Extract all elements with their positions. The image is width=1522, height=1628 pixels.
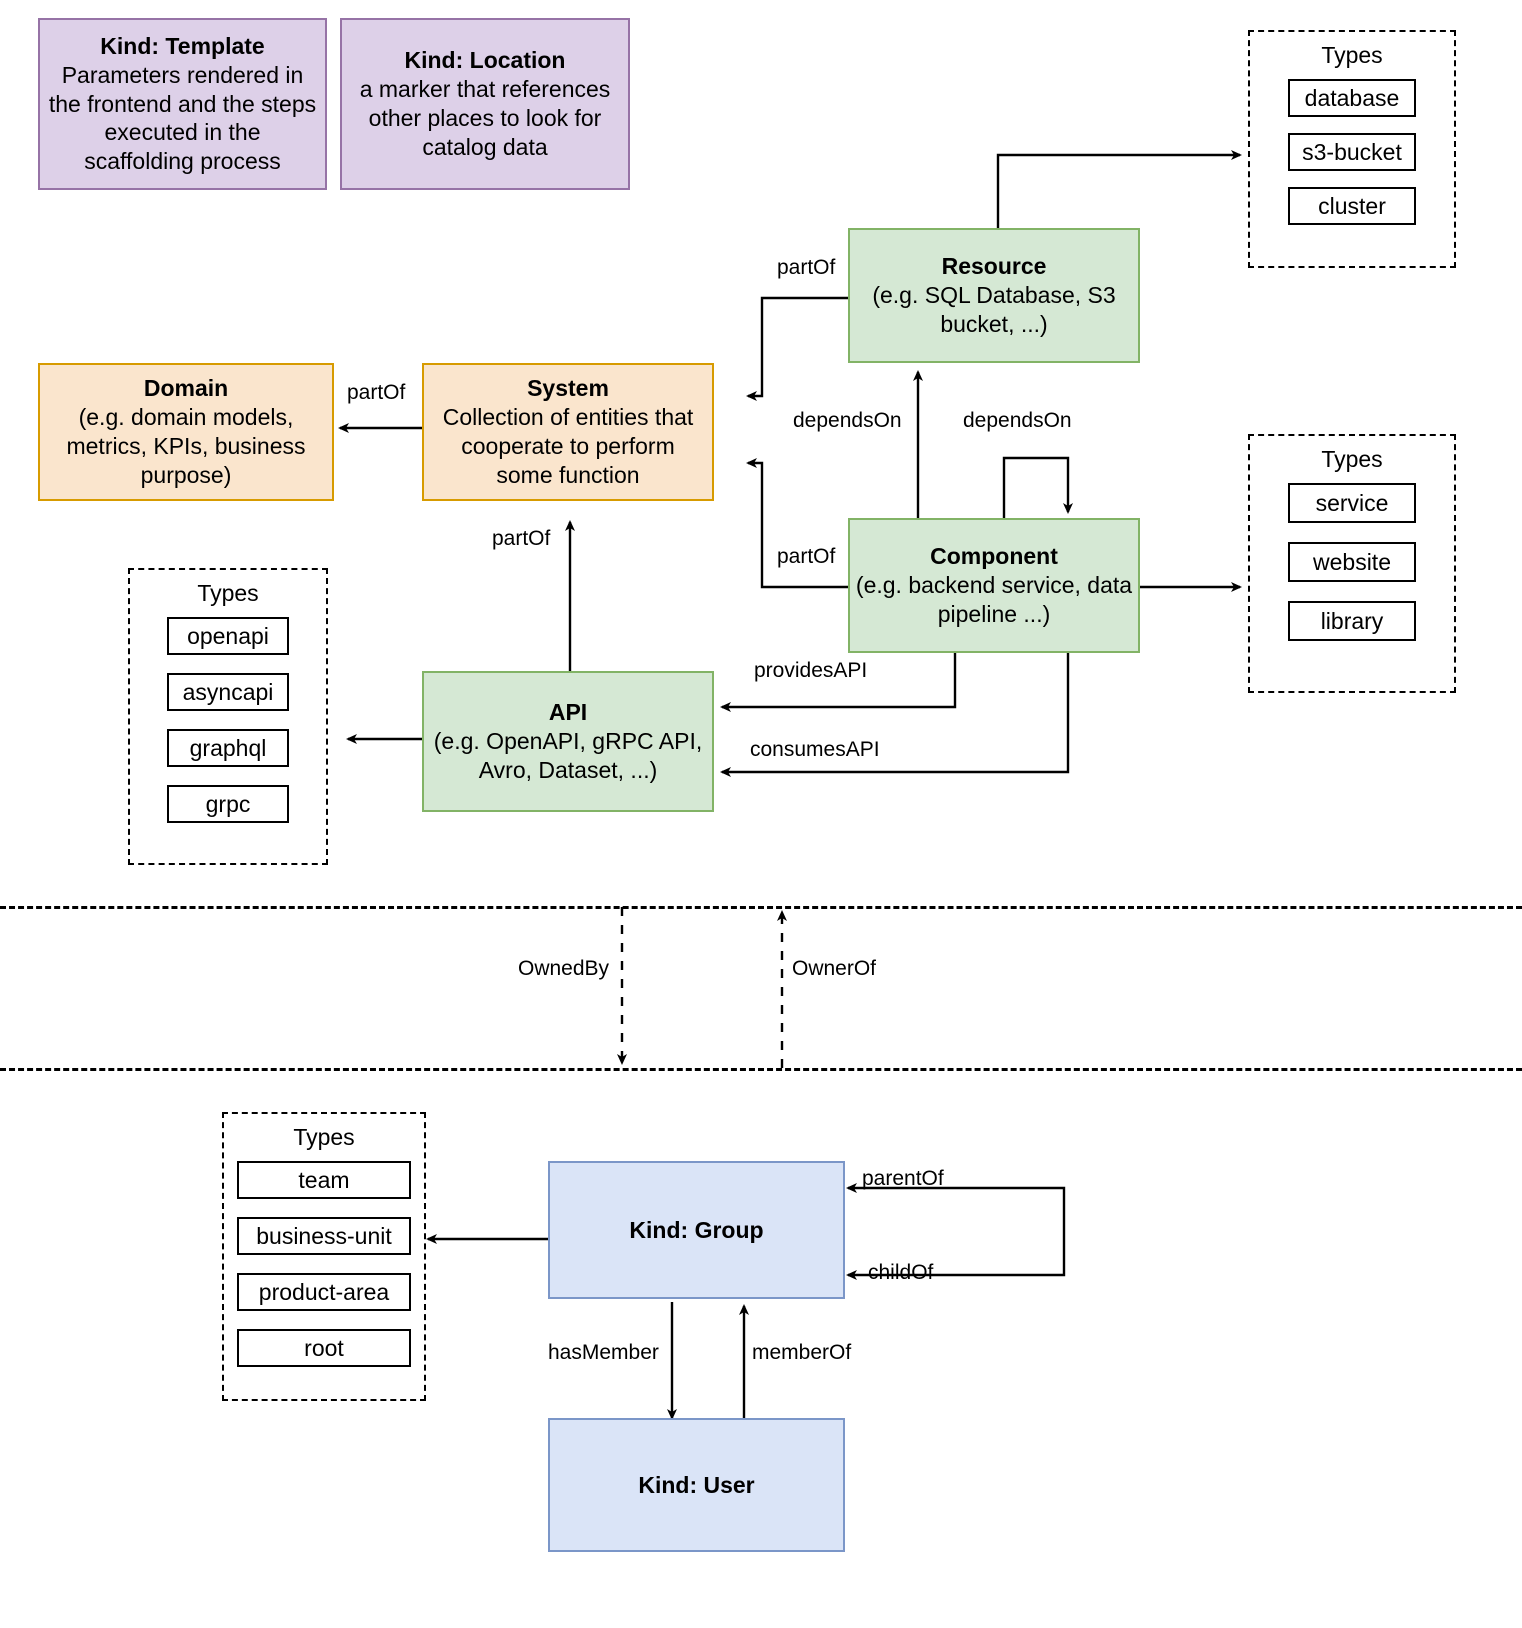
node-system-description: Collection of entities that cooperate to… xyxy=(442,404,694,488)
type-chip-openapi[interactable]: openapi xyxy=(167,617,289,655)
edge-label-provides-api: providesAPI xyxy=(754,659,868,682)
edge-label-component-to-resource: dependsOn xyxy=(793,409,902,432)
swimlane-divider-top xyxy=(0,906,1522,909)
type-chip-root[interactable]: root xyxy=(237,1329,411,1367)
types-group-api: Types openapi asyncapi graphql grpc xyxy=(128,568,328,865)
types-group-resource: Types database s3-bucket cluster xyxy=(1248,30,1456,268)
type-chip-product-area[interactable]: product-area xyxy=(237,1273,411,1311)
type-chip-asyncapi[interactable]: asyncapi xyxy=(167,673,289,711)
node-group[interactable]: Kind: Group xyxy=(548,1161,845,1299)
node-component[interactable]: Component (e.g. backend service, data pi… xyxy=(848,518,1140,653)
type-chip-grpc[interactable]: grpc xyxy=(167,785,289,823)
swimlane-divider-bottom xyxy=(0,1068,1522,1071)
node-system-title: System xyxy=(527,375,609,402)
types-group-api-title: Types xyxy=(197,580,259,606)
edge-label-component-to-system: partOf xyxy=(777,545,836,568)
node-resource-description: (e.g. SQL Database, S3 bucket, ...) xyxy=(872,282,1116,337)
edge-label-api-to-system: partOf xyxy=(492,527,551,550)
edge-label-has-member: hasMember xyxy=(548,1341,659,1364)
node-api[interactable]: API (e.g. OpenAPI, gRPC API, Avro, Datas… xyxy=(422,671,714,812)
node-system[interactable]: System Collection of entities that coope… xyxy=(422,363,714,501)
type-chip-service[interactable]: service xyxy=(1288,483,1416,523)
node-resource-title: Resource xyxy=(941,253,1047,280)
node-resource[interactable]: Resource (e.g. SQL Database, S3 bucket, … xyxy=(848,228,1140,363)
edge-label-child-of: childOf xyxy=(868,1261,934,1284)
edge-label-resource-to-system: partOf xyxy=(777,256,836,279)
node-domain-title: Domain xyxy=(143,375,229,402)
edge-label-consumes-api: consumesAPI xyxy=(750,738,880,761)
node-template-title: Kind: Template xyxy=(100,32,265,59)
type-chip-cluster[interactable]: cluster xyxy=(1288,187,1416,225)
type-chip-library[interactable]: library xyxy=(1288,601,1416,641)
types-group-group-title: Types xyxy=(293,1124,355,1150)
types-group-group: Types team business-unit product-area ro… xyxy=(222,1112,426,1401)
node-user-title: Kind: User xyxy=(638,1471,755,1498)
edge-resource-to-types xyxy=(996,150,1242,230)
node-api-title: API xyxy=(548,699,588,726)
edge-label-owned-by: OwnedBy xyxy=(518,957,610,980)
node-location-description: a marker that references other places to… xyxy=(359,76,611,160)
types-group-component: Types service website library xyxy=(1248,434,1456,693)
edge-component-self-loop xyxy=(1002,456,1073,518)
node-location-title: Kind: Location xyxy=(404,47,566,74)
type-chip-business-unit[interactable]: business-unit xyxy=(237,1217,411,1255)
type-chip-website[interactable]: website xyxy=(1288,542,1416,582)
type-chip-database[interactable]: database xyxy=(1288,79,1416,117)
node-api-description: (e.g. OpenAPI, gRPC API, Avro, Dataset, … xyxy=(433,728,703,783)
node-domain-description: (e.g. domain models, metrics, KPIs, busi… xyxy=(66,404,306,488)
types-group-resource-title: Types xyxy=(1321,42,1383,68)
type-chip-graphql[interactable]: graphql xyxy=(167,729,289,767)
edge-resource-to-system xyxy=(746,296,848,401)
node-component-description: (e.g. backend service, data pipeline ...… xyxy=(855,572,1133,627)
node-domain[interactable]: Domain (e.g. domain models, metrics, KPI… xyxy=(38,363,334,501)
node-template[interactable]: Kind: Template Parameters rendered in th… xyxy=(38,18,327,190)
edge-group-parent-of xyxy=(846,1183,1066,1237)
type-chip-s3-bucket[interactable]: s3-bucket xyxy=(1288,133,1416,171)
node-location[interactable]: Kind: Location a marker that references … xyxy=(340,18,630,190)
edge-label-member-of: memberOf xyxy=(752,1341,852,1364)
node-group-title: Kind: Group xyxy=(629,1216,764,1243)
types-group-component-title: Types xyxy=(1321,446,1383,472)
node-user[interactable]: Kind: User xyxy=(548,1418,845,1552)
node-template-description: Parameters rendered in the frontend and … xyxy=(48,61,317,175)
type-chip-team[interactable]: team xyxy=(237,1161,411,1199)
edge-label-component-self-loop: dependsOn xyxy=(963,409,1072,432)
edge-label-system-to-domain: partOf xyxy=(347,381,406,404)
edge-label-owner-of: OwnerOf xyxy=(792,957,877,980)
edge-label-parent-of: parentOf xyxy=(862,1167,944,1190)
node-component-title: Component xyxy=(930,543,1058,570)
